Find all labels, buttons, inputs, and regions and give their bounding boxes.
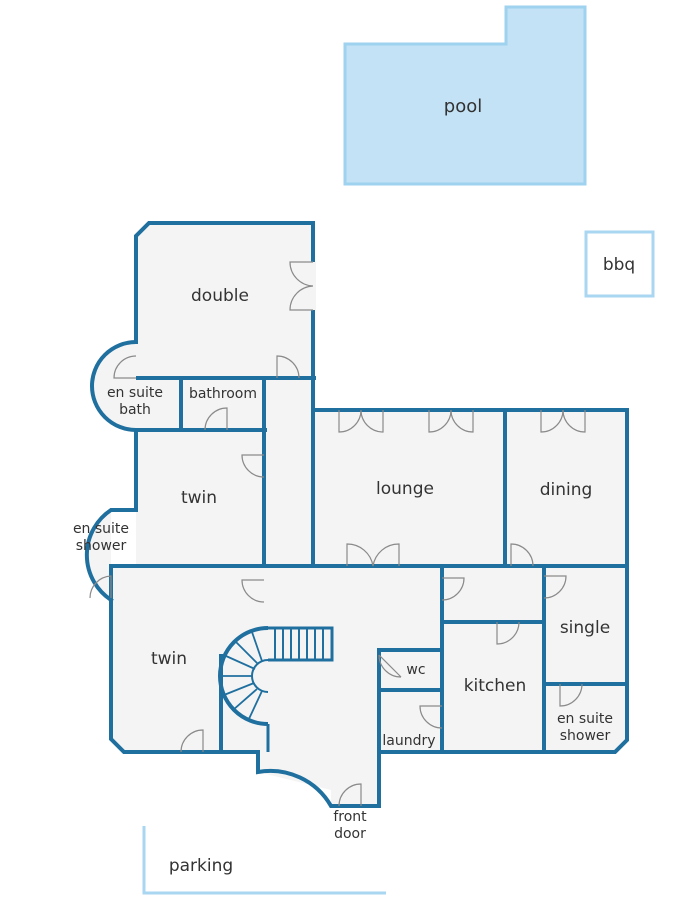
wc-label: wc xyxy=(406,662,425,678)
ensuite-shower-right-label-line1: en suite xyxy=(557,711,613,727)
front-door-label-line2: door xyxy=(334,826,366,842)
ensuite-bath-label-line1: en suite xyxy=(107,385,163,401)
twin-lower-label: twin xyxy=(151,649,187,669)
bbq-label: bbq xyxy=(603,255,635,275)
double-label: double xyxy=(191,286,249,306)
doors xyxy=(89,261,586,807)
spiral-staircase xyxy=(218,626,334,752)
lounge-label: lounge xyxy=(376,479,434,499)
dining-label: dining xyxy=(540,480,593,500)
laundry-label: laundry xyxy=(382,733,435,749)
ensuite-shower-right-label-line2: shower xyxy=(560,728,611,744)
front-door-label-line1: front xyxy=(333,809,367,825)
house-floor xyxy=(86,223,627,806)
ensuite-shower-left-label-line2: shower xyxy=(76,538,127,554)
twin-upper-label: twin xyxy=(181,488,217,508)
bbq-area xyxy=(584,230,655,298)
walls xyxy=(84,221,629,808)
single-label: single xyxy=(560,618,610,638)
parking-label: parking xyxy=(169,856,233,876)
pool-label: pool xyxy=(444,96,482,117)
pool-area xyxy=(343,5,587,186)
parking-area xyxy=(142,826,386,895)
kitchen-label: kitchen xyxy=(464,676,527,696)
bathroom-label: bathroom xyxy=(189,386,257,402)
ensuite-bath-label-line2: bath xyxy=(119,402,151,418)
ensuite-shower-left-label-line1: en suite xyxy=(73,521,129,537)
